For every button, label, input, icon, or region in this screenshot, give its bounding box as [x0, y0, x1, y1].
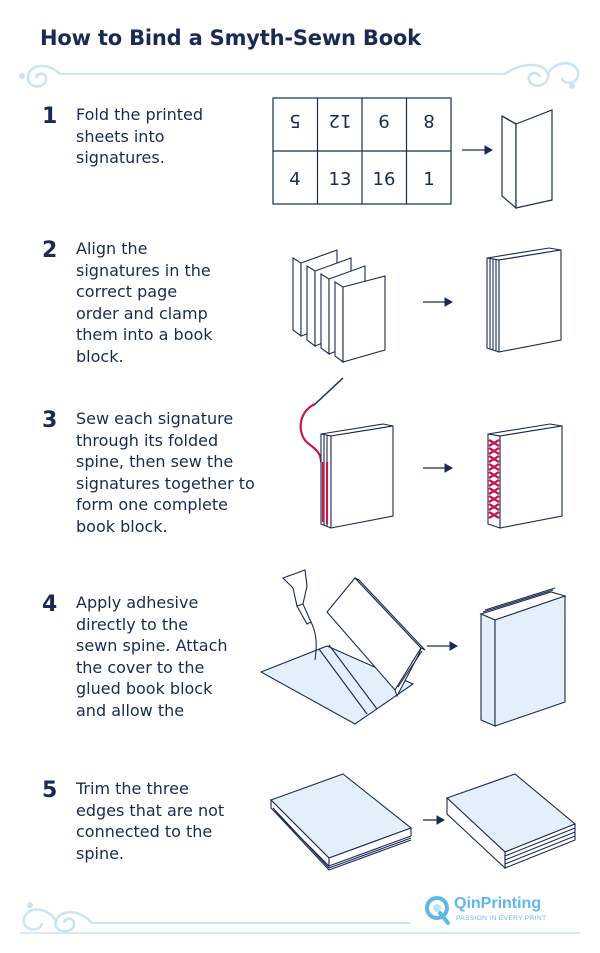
step-text: Fold the printed sheets into signatures. — [76, 105, 204, 168]
trim-edges-illustration — [269, 773, 577, 871]
page-number: 4 — [289, 169, 300, 190]
open-cover — [259, 644, 415, 725]
step-number: 2 — [42, 238, 58, 263]
step-number: 4 — [42, 592, 58, 617]
page-number: 16 — [373, 169, 396, 190]
align-signatures-illustration — [292, 247, 562, 364]
page-title: How to Bind a Smyth-Sewn Book — [40, 26, 421, 50]
brand-tagline: PASSION IN EVERY PRINT — [456, 915, 547, 922]
page-number: 8 — [423, 110, 434, 131]
arrow-right-icon — [462, 145, 494, 155]
arrow-right-icon — [423, 297, 454, 307]
brand-name: QinPrinting — [454, 895, 542, 912]
step-text: Sew each signature through its folded sp… — [76, 409, 255, 536]
step-text: Align the signatures in the correct page… — [76, 239, 213, 366]
arrow-right-icon — [423, 815, 446, 825]
trimmed-book — [445, 773, 577, 870]
step-number: 3 — [42, 408, 58, 433]
tilted-book-block — [326, 577, 426, 698]
step-number: 5 — [42, 778, 58, 803]
step-number: 1 — [42, 104, 58, 129]
page-number: 1 — [423, 169, 434, 190]
arrow-right-icon — [423, 463, 454, 473]
page-number: 12 — [329, 110, 352, 131]
sew-signatures-illustration — [299, 377, 563, 529]
needle-icon — [299, 377, 344, 463]
fold-signatures-illustration: 5 12 9 8 4 13 16 1 — [272, 97, 553, 210]
page-number: 13 — [329, 169, 352, 190]
untrimmed-book — [269, 773, 413, 871]
brand-logo: QinPrinting PASSION IN EVERY PRINT — [424, 893, 584, 929]
bound-book — [479, 587, 567, 727]
arrow-right-icon — [427, 641, 459, 651]
apply-adhesive-illustration — [259, 569, 567, 727]
bottom-ornament — [20, 902, 580, 934]
brand-mark-icon — [425, 896, 450, 925]
book-block-sewing — [320, 423, 394, 529]
step-text: Apply adhesive directly to the sewn spin… — [76, 593, 228, 720]
top-ornament — [19, 62, 580, 89]
page-number: 5 — [289, 110, 300, 131]
book-block — [486, 247, 562, 353]
thread-stitches — [488, 438, 500, 520]
folded-signature — [501, 109, 553, 210]
glue-bottle-icon — [282, 569, 317, 661]
step-text: Trim the three edges that are not connec… — [76, 779, 225, 863]
page-number: 9 — [378, 110, 389, 131]
